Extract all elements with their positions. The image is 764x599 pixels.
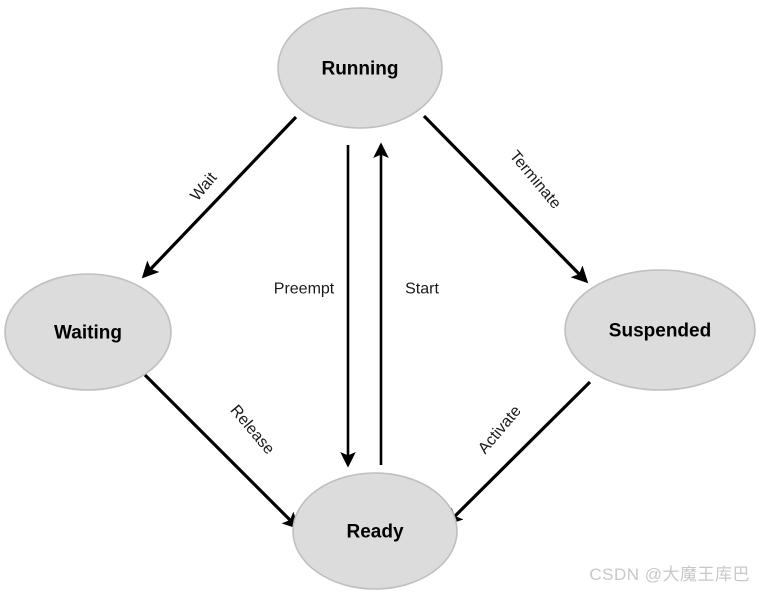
edge-wait: Wait — [141, 115, 298, 279]
edge-terminate-line — [422, 114, 589, 284]
node-waiting[interactable]: Waiting — [4, 273, 172, 391]
edge-start: Start — [373, 142, 439, 465]
edge-wait-line — [141, 115, 298, 279]
edge-activate: Activate — [445, 380, 592, 526]
node-suspended-label: Suspended — [609, 321, 711, 342]
edge-activate-label: Activate — [475, 403, 525, 458]
node-waiting-label: Waiting — [54, 323, 122, 344]
node-running-shape[interactable] — [277, 7, 443, 129]
edge-start-label: Start — [405, 281, 439, 298]
edge-terminate: Terminate — [422, 114, 589, 284]
node-suspended[interactable]: Suspended — [564, 269, 756, 391]
edge-preempt: Preempt — [274, 145, 356, 468]
edge-release: Release — [143, 373, 300, 530]
node-ready-label: Ready — [346, 522, 403, 543]
edge-preempt-label: Preempt — [274, 281, 335, 298]
edge-release-label: Release — [227, 402, 278, 458]
node-running[interactable]: Running — [277, 7, 443, 129]
node-ready[interactable]: Ready — [292, 472, 458, 590]
node-ready-shape[interactable] — [292, 472, 458, 590]
edge-release-line — [143, 373, 300, 530]
edge-terminate-label: Terminate — [506, 148, 564, 213]
csdn-watermark: CSDN @大魔王库巴 — [589, 565, 750, 584]
edge-activate-line — [445, 380, 592, 526]
node-waiting-shape[interactable] — [4, 273, 172, 391]
node-running-label: Running — [321, 59, 398, 80]
node-suspended-shape[interactable] — [564, 269, 756, 391]
